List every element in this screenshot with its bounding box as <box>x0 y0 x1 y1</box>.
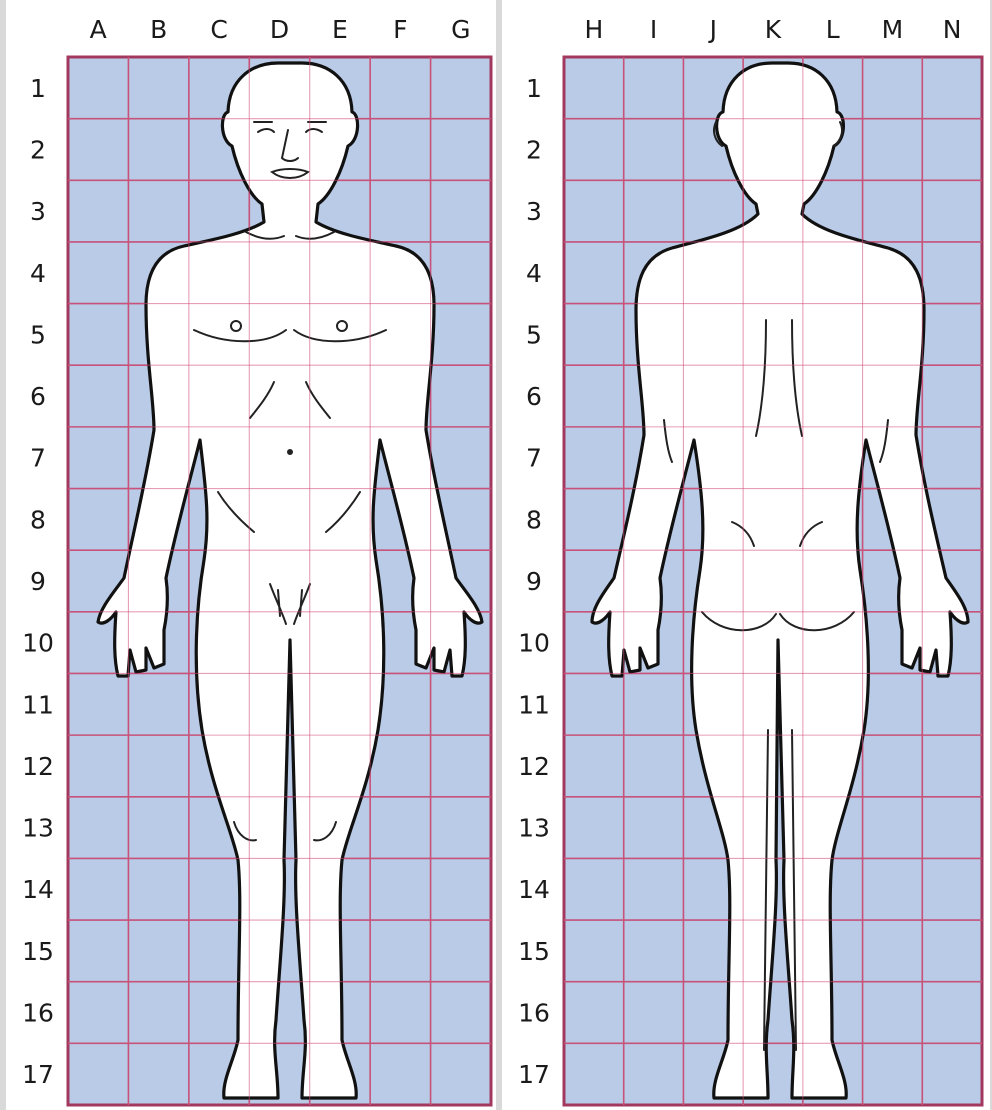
front-column-labels: A B C D E F G <box>90 15 471 44</box>
back-row-label: 6 <box>526 382 542 411</box>
front-row-label: 11 <box>22 690 54 719</box>
front-row-label: 6 <box>30 382 46 411</box>
front-navel <box>287 449 293 455</box>
front-row-label: 1 <box>30 74 46 103</box>
front-column-label: E <box>332 15 348 44</box>
front-row-label: 17 <box>22 1060 54 1089</box>
back-column-label: K <box>765 15 782 44</box>
back-row-label: 8 <box>526 505 542 534</box>
front-row-label: 10 <box>22 629 54 658</box>
back-column-label: M <box>882 15 904 44</box>
front-row-label: 3 <box>30 197 46 226</box>
back-row-label: 16 <box>518 999 550 1028</box>
back-row-label: 17 <box>518 1060 550 1089</box>
front-column-label: A <box>90 15 107 44</box>
back-column-label: N <box>943 15 962 44</box>
front-column-label: B <box>150 15 167 44</box>
back-column-label: I <box>650 15 657 44</box>
front-row-label: 2 <box>30 135 46 164</box>
back-row-label: 15 <box>518 937 550 966</box>
front-column-label: F <box>393 15 407 44</box>
back-column-labels: H I J K L M N <box>584 15 961 44</box>
back-row-label: 13 <box>518 814 550 843</box>
front-column-label: D <box>270 15 289 44</box>
front-row-label: 7 <box>30 444 46 473</box>
back-column-label: L <box>826 15 840 44</box>
back-row-label: 7 <box>526 444 542 473</box>
back-row-label: 4 <box>526 259 542 288</box>
front-row-label: 9 <box>30 567 46 596</box>
back-row-label: 3 <box>526 197 542 226</box>
back-row-label: 11 <box>518 690 550 719</box>
front-row-label: 4 <box>30 259 46 288</box>
front-row-label: 15 <box>22 937 54 966</box>
back-column-label: J <box>708 15 717 44</box>
front-row-label: 5 <box>30 320 46 349</box>
back-row-label: 10 <box>518 629 550 658</box>
front-row-label: 13 <box>22 814 54 843</box>
back-row-label: 5 <box>526 320 542 349</box>
back-column-label: H <box>584 15 603 44</box>
front-row-label: 16 <box>22 999 54 1028</box>
back-row-label: 12 <box>518 752 550 781</box>
front-row-label: 8 <box>30 505 46 534</box>
back-row-label: 9 <box>526 567 542 596</box>
front-column-label: G <box>451 15 470 44</box>
front-column-label: C <box>210 15 227 44</box>
front-row-label: 14 <box>22 875 54 904</box>
front-row-label: 12 <box>22 752 54 781</box>
back-row-label: 2 <box>526 135 542 164</box>
back-row-label: 1 <box>526 74 542 103</box>
back-row-label: 14 <box>518 875 550 904</box>
